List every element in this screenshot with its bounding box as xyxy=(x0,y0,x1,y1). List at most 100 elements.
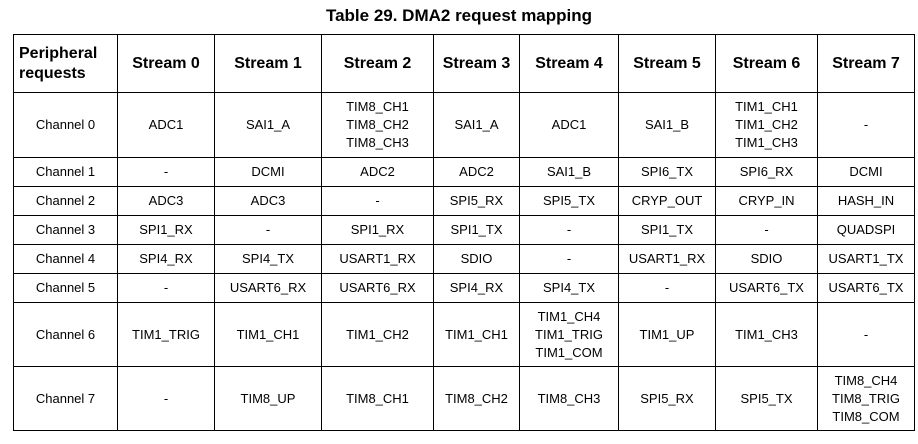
request-cell: - xyxy=(117,366,215,431)
request-name: USART1_RX xyxy=(628,251,706,266)
request-name: USART6_TX xyxy=(729,280,804,295)
request-name: CRYP_OUT xyxy=(631,193,703,208)
request-cell: SPI1_RX xyxy=(117,215,215,245)
channel-label: Channel 3 xyxy=(13,215,118,245)
request-name: - xyxy=(863,117,869,132)
channel-label: Channel 6 xyxy=(13,302,118,367)
stream-header: Stream 5 xyxy=(618,34,716,93)
request-cell: USART6_TX xyxy=(715,273,818,303)
request-name: ADC1 xyxy=(148,117,184,132)
channel-label: Channel 1 xyxy=(13,157,118,187)
request-cell: USART6_RX xyxy=(214,273,322,303)
request-name: TIM1_CH1 xyxy=(735,99,798,114)
request-name: TIM8_CH2 xyxy=(346,117,409,132)
request-name: SAI1_A xyxy=(454,117,499,132)
request-name: SPI5_RX xyxy=(640,390,694,406)
request-name: TIM1_CH4 xyxy=(537,308,601,324)
request-name: TIM8_UP xyxy=(240,390,296,406)
header-row: Peripheral requests Stream 0 Stream 1 St… xyxy=(13,34,915,93)
request-cell: SPI5_TX xyxy=(715,366,818,431)
request-name: SAI1_B xyxy=(546,164,592,179)
request-name: SPI1_TX xyxy=(640,222,694,237)
stream-header: Stream 1 xyxy=(214,34,322,93)
request-name: SPI5_RX xyxy=(449,193,504,208)
request-name: - xyxy=(163,164,169,179)
request-cell: ADC2 xyxy=(321,157,434,187)
request-name: DCMI xyxy=(251,164,285,179)
request-cell: TIM1_TRIG xyxy=(117,302,215,367)
request-name: TIM8_CH1 xyxy=(346,99,409,114)
request-cell: ADC3 xyxy=(117,186,215,216)
request-cell: - xyxy=(117,273,215,303)
request-cell: TIM8_CH3 xyxy=(519,366,619,431)
request-cell: HASH_IN xyxy=(817,186,915,216)
request-cell: USART6_RX xyxy=(321,273,434,303)
request-cell: USART1_RX xyxy=(618,244,716,274)
stream-header: Stream 0 xyxy=(117,34,215,93)
request-cell: SPI4_TX xyxy=(519,273,619,303)
request-name: TIM1_CH3 xyxy=(735,135,798,150)
request-cell: SAI1_B xyxy=(618,92,716,158)
request-name: TIM1_CH1 xyxy=(236,326,300,342)
request-cell: ADC3 xyxy=(214,186,322,216)
request-cell: TIM1_CH1 xyxy=(433,302,520,367)
request-name: - xyxy=(163,280,169,295)
request-name: SPI4_TX xyxy=(241,251,295,266)
request-cell: TIM8_UP xyxy=(214,366,322,431)
request-cell: SAI1_A xyxy=(214,92,322,158)
request-name: SPI1_RX xyxy=(139,222,193,237)
corner-header-line: Peripheral xyxy=(19,44,98,62)
request-name: - xyxy=(566,251,572,266)
stream-header: Stream 4 xyxy=(519,34,619,93)
request-cell: ADC1 xyxy=(519,92,619,158)
request-name: TIM1_CH2 xyxy=(735,117,798,132)
request-name: SPI4_RX xyxy=(139,251,193,266)
request-name: SPI5_TX xyxy=(740,390,793,406)
request-name: - xyxy=(375,193,380,208)
channel-label: Channel 4 xyxy=(13,244,118,274)
request-cell: SPI4_RX xyxy=(433,273,520,303)
request-name: TIM1_CH2 xyxy=(346,326,409,342)
request-name: - xyxy=(265,222,271,237)
request-name: - xyxy=(566,222,572,237)
request-name: - xyxy=(764,222,769,237)
request-cell: SPI4_RX xyxy=(117,244,215,274)
stream-header: Stream 3 xyxy=(433,34,520,93)
request-cell: SPI5_RX xyxy=(433,186,520,216)
request-cell: TIM1_CH2 xyxy=(321,302,434,367)
request-name: TIM1_TRIG xyxy=(132,326,200,342)
channel-label: Channel 7 xyxy=(13,366,118,431)
channel-label: Channel 5 xyxy=(13,273,118,303)
request-cell: SPI1_TX xyxy=(618,215,716,245)
request-name: TIM8_CH4 xyxy=(834,372,898,388)
request-name: ADC2 xyxy=(360,164,395,179)
request-name: SPI1_RX xyxy=(350,222,405,237)
request-name: USART6_TX xyxy=(828,280,904,295)
request-cell: DCMI xyxy=(817,157,915,187)
request-name: SPI4_RX xyxy=(449,280,504,295)
request-cell: - xyxy=(321,186,434,216)
stream-header: Stream 6 xyxy=(715,34,818,93)
request-cell: TIM1_CH1 xyxy=(214,302,322,367)
request-cell: SDIO xyxy=(715,244,818,274)
request-cell: SPI1_RX xyxy=(321,215,434,245)
request-name: TIM1_CH3 xyxy=(735,326,798,342)
request-name: - xyxy=(163,390,169,406)
request-name: SAI1_A xyxy=(245,117,291,132)
request-name: SPI1_TX xyxy=(450,222,503,237)
request-name: SAI1_B xyxy=(644,117,690,132)
request-name: DCMI xyxy=(849,164,883,179)
request-name: ADC1 xyxy=(551,117,587,132)
request-cell: TIM1_CH3 xyxy=(715,302,818,367)
request-name: QUADSPI xyxy=(836,222,896,237)
